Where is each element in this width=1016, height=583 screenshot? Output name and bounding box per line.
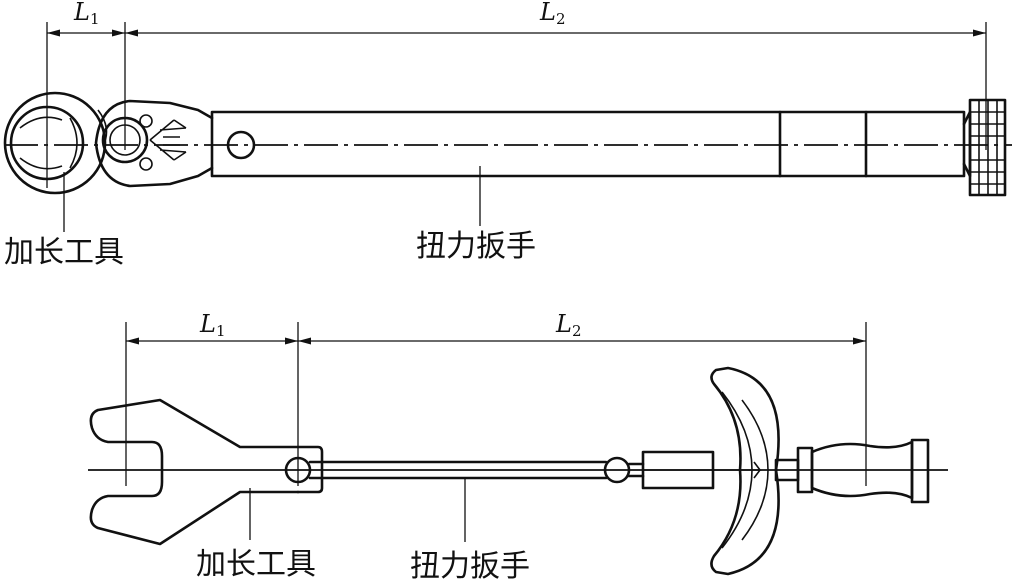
bottom-scale-plate	[710, 366, 780, 576]
svg-text:L1: L1	[199, 310, 225, 340]
top-wrench-handle	[210, 110, 966, 178]
top-ratchet-head	[94, 99, 214, 188]
top-dim-l2-letter: L	[539, 0, 556, 26]
top-dimension-l1: L1	[47, 0, 125, 37]
top-dimension-l2: L2	[125, 0, 986, 37]
top-extension-tool	[3, 91, 108, 195]
bottom-figure: L1 L2	[88, 310, 948, 583]
bottom-dim-l1-sub: 1	[216, 322, 226, 340]
bottom-dimension-l1: L1	[126, 310, 298, 345]
bottom-dim-l1-letter: L	[199, 310, 216, 338]
top-label-extension-tool: 加长工具	[4, 235, 124, 270]
bottom-grip-handle	[774, 438, 930, 504]
bottom-dim-l2-sub: 2	[572, 322, 582, 340]
bottom-dimension-l2: L2	[298, 310, 866, 345]
bottom-dim-l2-letter: L	[555, 310, 572, 338]
top-knurled-knob	[962, 98, 1007, 197]
svg-text:L2: L2	[555, 310, 581, 340]
top-label-torque-wrench: 扭力扳手	[416, 229, 536, 264]
top-figure: L1 L2	[3, 0, 1012, 270]
bottom-label-torque-wrench: 扭力扳手	[410, 549, 530, 583]
top-dim-l1-sub: 1	[90, 10, 100, 28]
top-dim-l1-letter: L	[73, 0, 90, 26]
svg-text:L2: L2	[539, 0, 565, 28]
bottom-label-extension-tool: 加长工具	[196, 547, 316, 582]
top-dim-l2-sub: 2	[556, 10, 566, 28]
svg-text:L1: L1	[73, 0, 99, 28]
